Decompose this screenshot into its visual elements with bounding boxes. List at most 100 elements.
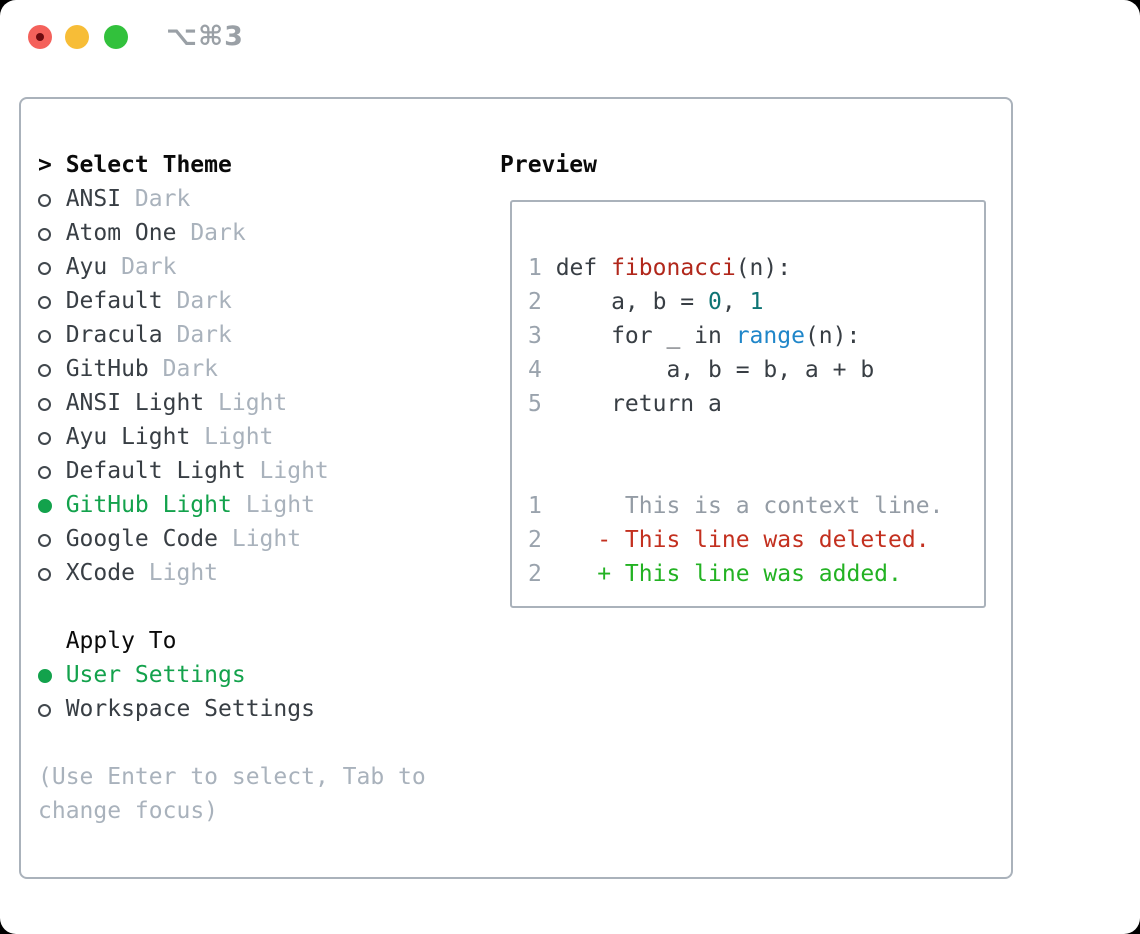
apply-to-option[interactable]: Workspace Settings	[38, 692, 426, 726]
theme-variant-label: Light	[148, 560, 219, 586]
code-token: - This line was deleted.	[555, 527, 930, 553]
code-line: 5 return a	[528, 387, 984, 421]
zoom-button[interactable]	[104, 25, 128, 49]
line-number: 1	[528, 255, 542, 281]
theme-name: Ayu	[65, 254, 108, 280]
theme-name: Dracula	[65, 322, 163, 348]
theme-option[interactable]: Ayu Light Light	[38, 420, 426, 454]
radio-icon	[38, 397, 51, 411]
line-number: 2	[528, 289, 542, 315]
theme-option[interactable]: Google Code Light	[38, 522, 426, 556]
theme-option[interactable]: GitHub Dark	[38, 352, 426, 386]
code-token: return a	[555, 391, 722, 417]
theme-option[interactable]: GitHub Light Light	[38, 488, 426, 522]
code-token: range	[735, 323, 805, 349]
line-number: 4	[528, 357, 542, 383]
apply-to-label: User Settings	[65, 662, 246, 688]
code-token: This is a context line.	[555, 493, 944, 519]
radio-icon	[38, 227, 51, 241]
theme-option[interactable]: Atom One Dark	[38, 216, 426, 250]
radio-icon	[38, 431, 51, 445]
code-token: (n):	[804, 323, 861, 349]
theme-name: GitHub	[65, 356, 149, 382]
code-token: ,	[721, 289, 750, 315]
code-token: 1	[749, 289, 764, 315]
line-number: 5	[528, 391, 542, 417]
theme-option[interactable]: Ayu Dark	[38, 250, 426, 284]
theme-variant-label: Light	[204, 424, 274, 450]
code-line: 3 for _ in range(n):	[528, 319, 984, 353]
code-token: 0	[708, 289, 722, 315]
window-title: ⌥⌘3	[166, 21, 244, 52]
theme-variant-label: Dark	[176, 322, 232, 348]
theme-variant-label: Dark	[162, 356, 219, 382]
theme-variant-label: Light	[231, 526, 302, 552]
select-theme-heading: >Select Theme	[38, 148, 426, 182]
theme-name: ANSI	[65, 186, 122, 212]
radio-icon	[38, 295, 51, 309]
code-line: 4 a, b = b, a + b	[528, 353, 984, 387]
spacer	[38, 590, 426, 624]
theme-variant-label: Dark	[121, 254, 177, 280]
apply-to-option[interactable]: User Settings	[38, 658, 426, 692]
theme-variant-label: Dark	[190, 220, 246, 246]
spacer	[38, 726, 426, 760]
theme-name: Ayu Light	[65, 424, 191, 450]
theme-name: ANSI Light	[65, 390, 205, 416]
theme-name: XCode	[65, 560, 135, 586]
theme-variant-label: Dark	[176, 288, 232, 314]
radio-icon	[38, 193, 51, 207]
preview-heading: Preview	[500, 152, 597, 178]
theme-option[interactable]: ANSI Dark	[38, 182, 426, 216]
code-line: 1 def fibonacci(n):	[528, 251, 984, 285]
theme-variant-label: Dark	[134, 186, 191, 212]
theme-option[interactable]: XCode Light	[38, 556, 426, 590]
radio-icon	[38, 329, 51, 343]
select-theme-heading-label: Select Theme	[65, 152, 232, 178]
theme-name: Default Light	[65, 458, 246, 484]
theme-variant-label: Light	[245, 492, 315, 518]
radio-selected-icon	[38, 668, 52, 683]
theme-variant-label: Light	[218, 390, 288, 416]
line-number: 3	[528, 323, 542, 349]
code-token: (n):	[735, 255, 792, 281]
radio-selected-icon	[38, 498, 52, 513]
code-token: a, b =	[555, 289, 709, 315]
code-line: 1 This is a context line.	[528, 489, 984, 523]
radio-icon	[38, 261, 51, 275]
theme-option[interactable]: Default Dark	[38, 284, 426, 318]
code-line	[528, 421, 984, 455]
code-token: fibonacci	[611, 255, 736, 281]
theme-name: Google Code	[65, 526, 219, 552]
code-line: 2 + This line was added.	[528, 557, 984, 591]
code-token: a, b = b, a + b	[555, 357, 875, 383]
keyboard-hint-line1: (Use Enter to select, Tab to	[38, 764, 426, 790]
close-dot-icon	[36, 33, 44, 41]
apply-to-label: Workspace Settings	[65, 696, 315, 722]
theme-name: GitHub Light	[65, 492, 232, 518]
close-button[interactable]	[28, 25, 52, 49]
radio-icon	[38, 465, 51, 479]
apply-to-heading: Apply To	[65, 628, 177, 654]
code-token: def	[555, 255, 612, 281]
theme-option[interactable]: Dracula Dark	[38, 318, 426, 352]
theme-name: Atom One	[65, 220, 177, 246]
keyboard-hint-line2: change focus)	[38, 798, 219, 824]
code-line: 2 a, b = 0, 1	[528, 285, 984, 319]
theme-option[interactable]: ANSI Light Light	[38, 386, 426, 420]
minimize-button[interactable]	[65, 25, 89, 49]
radio-icon	[38, 363, 51, 377]
code-token: + This line was added.	[555, 561, 902, 587]
line-number: 1	[528, 493, 542, 519]
code-token: for _ in	[555, 323, 736, 349]
radio-icon	[38, 567, 51, 581]
radio-icon	[38, 703, 51, 717]
theme-name: Default	[65, 288, 163, 314]
